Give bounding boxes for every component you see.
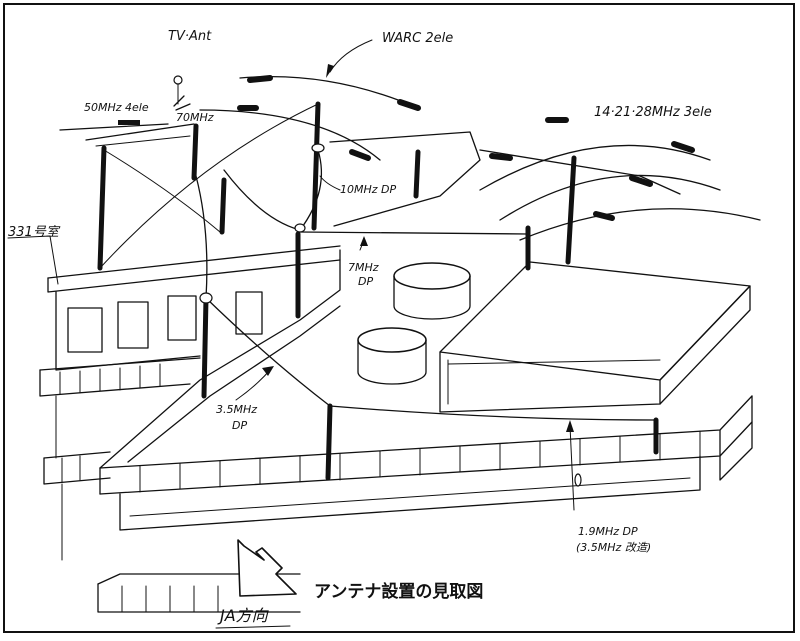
yagi-hf-3ele [479,117,761,241]
dp19-sub-label: (3.5MHz 改造) [576,541,652,554]
rooftop-structure [439,261,751,413]
left-building [39,245,341,561]
water-tank-2 [357,327,427,385]
dipole-wires [99,103,657,487]
room-bracket [7,235,59,285]
warc-label: WARC 2ele [382,31,454,46]
direction-label: JA方向 [220,606,268,625]
front-parapet-segments [139,430,701,493]
dp7-label: 7MHz [348,261,379,274]
ja-underline [215,625,291,629]
dp35-sub-label: DP [232,419,248,432]
picture-frame [3,3,795,633]
building-roof [99,249,753,531]
dp35-label: 3.5MHz [216,403,258,416]
dp7-sub-label: DP [358,275,374,288]
dp10-label: 10MHz DP [340,183,397,196]
ant70-label: 70MHz [176,111,214,124]
water-tank-1 [393,262,471,320]
ja-direction-arrow [237,539,297,597]
yagi-50mhz [59,120,195,147]
tv-antenna [173,75,191,111]
diagram-caption: アンテナ設置の見取図 [314,582,484,602]
dp19-label: 1.9MHz DP [578,525,638,538]
ant50-label: 50MHz 4ele [84,101,149,114]
leader-arrows [235,39,575,511]
room-label: 331号室 [8,225,59,240]
yagi-warc-2ele [199,75,421,161]
tv-ant-label: TV·Ant [168,29,212,44]
antenna-masts [97,101,659,481]
hf-yagi-label: 14·21·28MHz 3ele [594,105,712,120]
